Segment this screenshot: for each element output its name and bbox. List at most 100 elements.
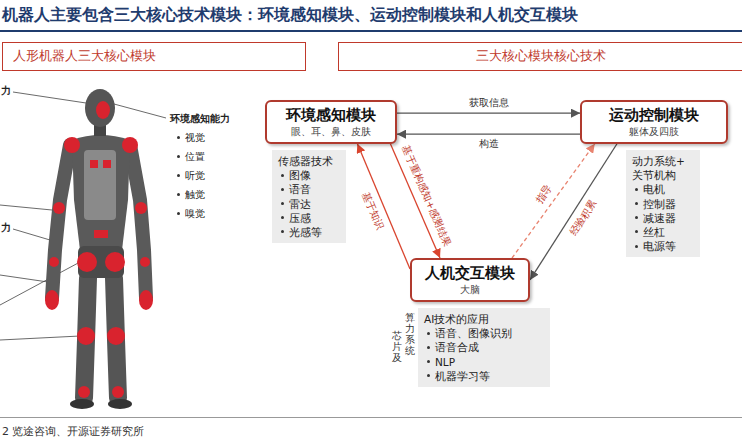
robot-joint xyxy=(78,386,90,398)
robot-joint xyxy=(77,252,97,272)
bullet-row: 电机 xyxy=(632,182,694,196)
bullet-dot xyxy=(427,332,430,335)
bullet-row: 语音 xyxy=(278,182,340,196)
robot-foot xyxy=(70,399,94,409)
box-subtext: 大脑 xyxy=(418,283,522,296)
robot-figure xyxy=(45,89,153,409)
bullet-dot xyxy=(635,230,638,233)
robot-joint xyxy=(107,327,125,345)
robot-hips xyxy=(78,246,124,278)
connector-label: 基于重构感知+感测结果 xyxy=(399,143,454,249)
bullet-dot xyxy=(177,136,180,139)
leader-line xyxy=(0,262,80,305)
list-item: 语音、图像识别 xyxy=(435,327,512,339)
tech-list-box: 动力系统+ 关节机构电机控制器减速器丝杠电源等 xyxy=(626,150,700,257)
robot-arm xyxy=(52,145,70,298)
connector-arrow xyxy=(397,133,580,134)
bullet-dot xyxy=(635,245,638,248)
robot-joint xyxy=(140,257,150,267)
bullet-row: 机器学习等 xyxy=(424,369,544,383)
connector-label: 构造 xyxy=(478,138,500,150)
leader-line xyxy=(13,92,86,103)
robot-joint xyxy=(135,202,147,214)
tech-list-box: AI技术的应用语音、图像识别语音合成 NLP 机器学习等 xyxy=(418,308,550,387)
box-heading: 人形机器人三大核心模块 xyxy=(13,48,295,65)
bullet-row: 控制器 xyxy=(632,197,694,211)
bullet-dot xyxy=(177,155,180,158)
tech-list-box: 传感器技术图像语音雷达压感光感等 xyxy=(272,150,346,243)
bullet-dot xyxy=(427,360,430,363)
robot-sensor xyxy=(90,160,98,168)
vertical-label: 芯片及 xyxy=(392,330,402,363)
list-item: 语音 xyxy=(289,183,311,195)
leader-line xyxy=(114,104,166,118)
robot-torso xyxy=(72,135,130,250)
bullet-dot xyxy=(281,188,284,191)
list-item: 丝杠 xyxy=(643,226,665,238)
bullet-dot xyxy=(635,188,638,191)
capability-heading: 环境感知能力 xyxy=(170,112,230,126)
connector-arrow xyxy=(397,112,580,113)
list-item: 语音合成 xyxy=(435,341,479,353)
bullet-row: 位置 xyxy=(174,150,205,164)
bullet-row: 丝杠 xyxy=(632,225,694,239)
connector-label: 获取信息 xyxy=(468,97,510,109)
box-heading: 环境感知模块 xyxy=(273,106,389,125)
box-heading: AI技术的应用 xyxy=(424,312,544,326)
robot-face-sensor xyxy=(96,101,110,119)
list-item: 光感等 xyxy=(289,226,322,238)
bullet-row: 雷达 xyxy=(278,197,340,211)
robot-joint xyxy=(53,202,65,214)
robot-hand xyxy=(139,290,153,310)
connector-label: 经验积累 xyxy=(566,197,599,239)
bullet-dot xyxy=(427,374,430,377)
list-item: 控制器 xyxy=(643,198,676,210)
list-item: 电机 xyxy=(643,183,665,195)
list-item: NLP xyxy=(435,356,455,368)
diagram-title: 机器人主要包含三大核心技术模块：环境感知模块、运动控制模块和人机交互模块 xyxy=(2,5,578,26)
bullet-dot xyxy=(281,174,284,177)
box-subtext: 眼、耳、鼻、皮肤 xyxy=(273,125,389,138)
bullet-row: 电源等 xyxy=(632,239,694,253)
capability-item: 视觉 xyxy=(185,132,205,143)
bullet-dot xyxy=(281,216,284,219)
callout-label: 力 xyxy=(1,221,11,235)
robot-joint xyxy=(77,327,95,345)
box-subtext: 躯体及四肢 xyxy=(588,125,720,138)
panel-header: 三大核心模块核心技术 xyxy=(338,42,742,71)
list-item: 减速器 xyxy=(643,212,676,224)
connector-label: 指导 xyxy=(533,182,556,207)
leader-line xyxy=(0,205,52,210)
list-item: 机器学习等 xyxy=(435,370,490,382)
robot-joint xyxy=(112,386,124,398)
bullet-row: 听觉 xyxy=(174,169,205,183)
robot-sensor xyxy=(94,230,108,238)
bullet-dot xyxy=(635,202,638,205)
box-heading: 动力系统+ 关节机构 xyxy=(632,154,694,182)
bullet-row: 减速器 xyxy=(632,211,694,225)
robot-joint xyxy=(64,137,80,153)
bullet-dot xyxy=(177,193,180,196)
box-heading: 三大核心模块核心技术 xyxy=(349,48,732,65)
list-item: 雷达 xyxy=(289,198,311,210)
source-caption: 2 览途咨询、开源证券研究所 xyxy=(2,424,145,439)
callout-label: 力 xyxy=(1,84,11,98)
capability-item: 听觉 xyxy=(185,170,205,181)
vertical-label: 算力系统 xyxy=(405,312,415,356)
robot-foot xyxy=(108,399,132,409)
list-item: 压感 xyxy=(289,212,311,224)
connector-arrow xyxy=(512,144,595,258)
bullet-row: 语音、图像识别 xyxy=(424,326,544,340)
bullet-dot xyxy=(635,216,638,219)
robot-joint xyxy=(105,252,125,272)
robot-joint xyxy=(122,137,138,153)
module-box: 运动控制模块躯体及四肢 xyxy=(580,100,728,144)
bullet-row: 视觉 xyxy=(174,131,205,145)
bullet-row: 图像 xyxy=(278,168,340,182)
robot-chest-panel xyxy=(84,150,116,220)
leader-line xyxy=(0,336,80,340)
connector-arrow xyxy=(357,144,410,269)
list-item: 图像 xyxy=(289,169,311,181)
bullet-row: 触觉 xyxy=(174,188,205,202)
